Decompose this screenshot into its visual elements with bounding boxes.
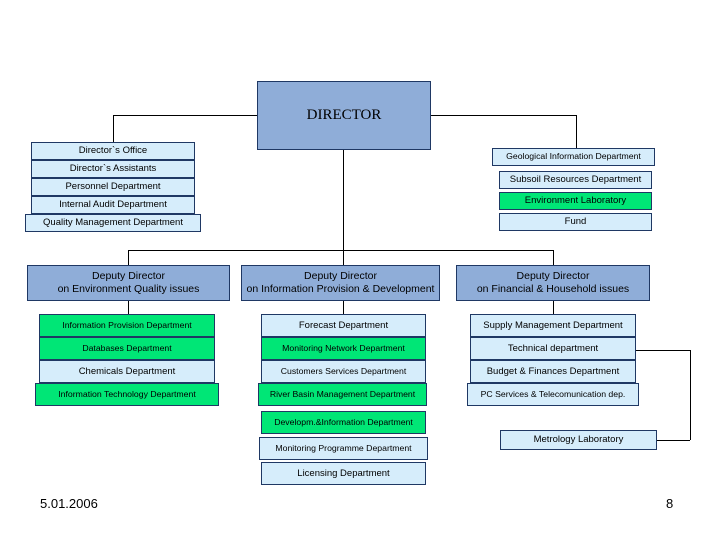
deputy-3-box[interactable]: Deputy Director on Financial & Household… [456,265,650,301]
staff-left-item-3-label: Internal Audit Department [59,199,167,211]
deputy-2-box[interactable]: Deputy Director on Information Provision… [241,265,440,301]
staff-left-item-0-label: Director`s Office [78,145,148,157]
deputy-3-subunit-0[interactable]: Metrology Laboratory [500,430,657,450]
director-label: DIRECTOR [306,106,382,123]
connector-director-left-drop [113,115,114,142]
staff-right-item-2[interactable]: Environment Laboratory [499,192,652,210]
deputy-2-dept-6-label: Licensing Department [297,467,390,479]
deputy-2-dept-3[interactable]: River Basin Management Department [258,383,427,406]
connector-dept-col-1 [128,301,129,314]
connector-metrology-top [636,350,690,351]
deputy-3-dept-3[interactable]: PC Services & Telecomunication dep. [467,383,639,406]
staff-right-item-2-label: Environment Laboratory [524,195,627,207]
deputy-1-dept-3[interactable]: Information Technology Department [35,383,219,406]
deputy-2-dept-5-label: Monitoring Programme Department [275,442,412,453]
deputy-1-dept-2-label: Chemicals Department [78,365,176,377]
date-label: 5.01.2006 [40,496,98,511]
deputy-3-title-line1: Deputy Director [516,269,590,282]
connector-metrology-bottom [657,440,690,441]
deputy-1-title-line2: on Environment Quality issues [57,283,200,295]
deputy-1-dept-0-label: Information Provision Department [62,319,192,330]
deputy-2-dept-2-label: Customers Services Department [280,365,407,376]
staff-left-item-1-label: Director`s Assistants [69,163,157,175]
staff-right-item-0-label: Geological Information Department [506,151,641,162]
deputy-3-dept-2-label: Budget & Finances Department [486,365,620,377]
deputy-1-dept-1-label: Databases Department [82,342,172,353]
connector-director-left [113,115,257,116]
deputy-3-dept-2[interactable]: Budget & Finances Department [470,360,636,383]
deputy-1-dept-3-label: Information Technology Department [58,388,196,399]
deputy-1-title-line1: Deputy Director [92,269,165,282]
staff-left-item-4-label: Quality Management Department [43,217,183,229]
page-number: 8 [666,496,674,511]
connector-director-right-drop [576,115,577,148]
deputy-2-dept-1-label: Monitoring Network Department [282,342,405,353]
staff-left-item-0[interactable]: Director`s Office [31,142,195,160]
staff-left-item-4[interactable]: Quality Management Department [25,214,201,232]
deputy-2-title-line1: Deputy Director [304,269,377,282]
staff-left-item-2[interactable]: Personnel Department [31,178,195,196]
director-box[interactable]: DIRECTOR [257,81,431,150]
deputy-1-dept-2[interactable]: Chemicals Department [39,360,215,383]
deputy-3-dept-0[interactable]: Supply Management Department [470,314,636,337]
deputy-3-dept-1[interactable]: Technical department [470,337,636,360]
deputy-3-title-line2: on Financial & Household issues [476,283,630,295]
deputy-1-dept-0[interactable]: Information Provision Department [39,314,215,337]
connector-deputy-bus [128,250,554,251]
staff-left-item-1[interactable]: Director`s Assistants [31,160,195,178]
deputy-2-dept-2[interactable]: Customers Services Department [261,360,426,383]
staff-left-item-3[interactable]: Internal Audit Department [31,196,195,214]
deputy-2-dept-0[interactable]: Forecast Department [261,314,426,337]
connector-deputy-1-drop [128,250,129,265]
staff-right-item-0[interactable]: Geological Information Department [492,148,655,166]
connector-metrology-side [690,350,691,440]
staff-right-item-3[interactable]: Fund [499,213,652,231]
deputy-2-dept-3-label: River Basin Management Department [269,388,416,399]
deputy-1-box[interactable]: Deputy Director on Environment Quality i… [27,265,230,301]
deputy-2-dept-0-label: Forecast Department [298,319,389,331]
staff-right-item-1-label: Subsoil Resources Department [509,174,642,186]
staff-left-item-2-label: Personnel Department [65,181,161,193]
connector-deputy-3-drop [553,250,554,265]
deputy-3-dept-0-label: Supply Management Department [483,319,623,331]
connector-director-right [431,115,576,116]
deputy-1-dept-1[interactable]: Databases Department [39,337,215,360]
deputy-3-dept-1-label: Technical department [507,342,599,354]
deputy-3-subunit-0-label: Metrology Laboratory [533,434,624,446]
connector-director-trunk [343,150,344,265]
deputy-2-dept-4-label: Developm.&Information Department [274,416,413,427]
connector-dept-col-2 [343,301,344,314]
deputy-2-dept-6[interactable]: Licensing Department [261,462,426,485]
deputy-2-dept-4[interactable]: Developm.&Information Department [261,411,426,434]
deputy-3-dept-3-label: PC Services & Telecomunication dep. [480,388,626,399]
connector-dept-col-3 [553,301,554,314]
staff-right-item-3-label: Fund [564,216,587,228]
deputy-2-title-line2: on Information Provision & Development [246,283,435,295]
deputy-2-dept-5[interactable]: Monitoring Programme Department [259,437,428,460]
staff-right-item-1[interactable]: Subsoil Resources Department [499,171,652,189]
deputy-2-dept-1[interactable]: Monitoring Network Department [261,337,426,360]
